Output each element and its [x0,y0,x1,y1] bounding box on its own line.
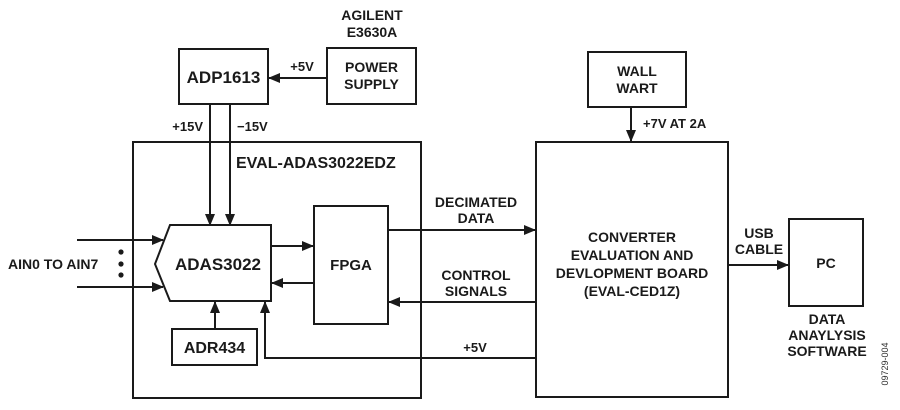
plus15-label: +15V [172,119,203,134]
power-supply-caption-line1: AGILENT [341,7,403,23]
ps-to-adp-label: +5V [290,59,314,74]
pc-caption-line2: ANAYLYSIS [788,327,866,343]
ced-board-label-line4: (EVAL-CED1Z) [584,283,680,299]
control-signals-label-line2: SIGNALS [445,283,507,299]
adr434-block: ADR434 [171,328,258,366]
wall-wart-label-line1: WALL [617,63,657,79]
pc-block: PC [788,218,864,307]
ced-board-block: CONVERTER EVALUATION AND DEVLOPMENT BOAR… [535,141,729,398]
control-signals-label-line1: CONTROL [441,267,511,283]
wall-wart-output-label: +7V AT 2A [643,116,707,131]
fpga-label: FPGA [330,257,372,274]
adr434-label: ADR434 [184,340,245,357]
eval-board-block: EVAL-ADAS3022EDZ [132,141,422,399]
wall-wart-block: WALL WART [587,51,687,108]
adas3022-label: ADAS3022 [175,255,261,274]
pc-label: PC [816,255,835,271]
ced-board-label-line3: DEVLOPMENT BOARD [556,265,708,281]
figure-id: 09729-004 [880,342,890,385]
power-supply-label-line1: POWER [345,59,398,75]
adas3022-block: ADAS3022 [153,224,272,302]
minus15-label: −15V [237,119,268,134]
ced-5v-wire [260,301,536,359]
usb-cable-label-line2: CABLE [735,241,783,257]
adp1613-label: ADP1613 [187,68,261,87]
fpga-block: FPGA [313,205,389,325]
eval-board-label: EVAL-ADAS3022EDZ [236,155,396,172]
adp1613-block: ADP1613 [178,48,269,105]
usb-cable-label-line1: USB [744,225,774,241]
ain-inputs-label: AIN0 TO AIN7 [8,256,98,272]
wall-wart-label-line2: WART [616,80,658,96]
ced-5v-label: +5V [463,340,487,355]
decimated-data-label-line2: DATA [458,210,495,226]
pc-caption-line1: DATA [809,311,846,327]
ced-board-label-line1: CONVERTER [588,229,676,245]
power-supply-label-line2: SUPPLY [344,76,399,92]
ellipsis-dot [118,261,124,267]
power-supply-caption-line2: E3630A [347,24,398,40]
power-supply-block: POWER SUPPLY [326,47,417,105]
ellipsis-dot [118,272,124,278]
decimated-data-label-line1: DECIMATED [435,194,517,210]
ellipsis-dot [118,249,124,255]
pc-caption-line3: SOFTWARE [787,343,866,359]
ced-board-label-line2: EVALUATION AND [571,247,694,263]
